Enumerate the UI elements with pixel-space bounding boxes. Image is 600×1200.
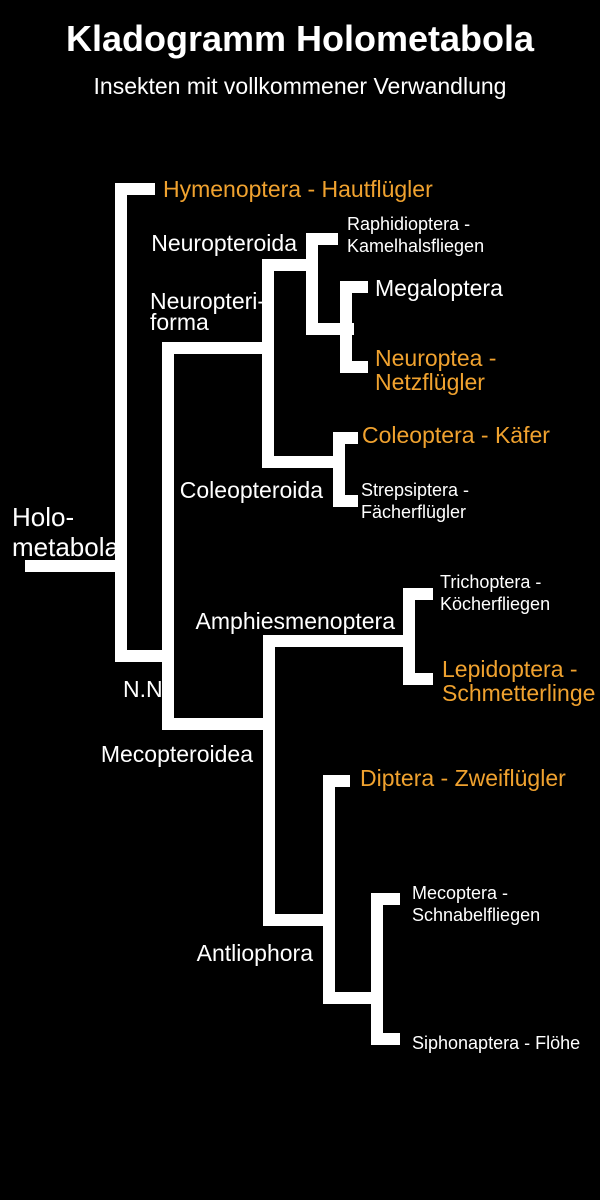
- node-label-holometabola: Holo- metabola: [12, 502, 119, 562]
- branch-line: [263, 635, 415, 647]
- branch-line: [323, 775, 335, 1004]
- node-label-neuropteriforma: Neuropteri- forma: [150, 288, 266, 335]
- taxon-label-siphonaptera: Siphonaptera - Flöhe: [412, 1033, 581, 1053]
- branch-line: [371, 893, 383, 1045]
- branch-line: [162, 342, 274, 354]
- node-label-nn: N.N.: [123, 676, 169, 702]
- branch-line: [403, 588, 415, 685]
- branch-line: [323, 775, 350, 787]
- branch-line: [263, 914, 335, 926]
- branch-line: [306, 233, 318, 335]
- taxon-label-lepidoptera: Lepidoptera - Schmetterlinge: [442, 656, 596, 706]
- branch-line: [333, 495, 358, 507]
- branch-line: [115, 183, 155, 195]
- taxon-label-diptera: Diptera - Zweiflügler: [360, 765, 566, 791]
- taxon-label-hymenoptera: Hymenoptera - Hautflügler: [163, 176, 433, 202]
- branch-line: [262, 456, 345, 468]
- taxon-label-megaloptera: Megaloptera: [375, 275, 503, 301]
- branch-line: [403, 673, 433, 685]
- branch-line: [340, 281, 368, 293]
- branch-line: [371, 1033, 400, 1045]
- branch-line: [262, 259, 274, 468]
- page-title: Kladogramm Holometabola: [65, 18, 535, 59]
- node-label-antliophora: Antliophora: [196, 940, 313, 966]
- node-label-amphiesmenoptera: Amphiesmenoptera: [195, 608, 395, 634]
- branch-line: [340, 281, 352, 373]
- taxon-label-strepsiptera: Strepsiptera - Fächerflügler: [361, 480, 470, 522]
- branch-line: [115, 183, 127, 662]
- branch-line: [162, 718, 275, 730]
- branch-line: [323, 992, 383, 1004]
- taxon-label-mecoptera: Mecoptera - Schnabelfliegen: [412, 883, 541, 925]
- branch-line: [306, 233, 338, 245]
- branch-line: [403, 588, 433, 600]
- branch-line: [25, 560, 115, 572]
- branch-line: [263, 635, 275, 926]
- taxon-label-raphidioptera: Raphidioptera - Kamelhalsfliegen: [347, 214, 485, 256]
- branch-line: [371, 893, 400, 905]
- branch-line: [115, 650, 174, 662]
- taxon-label-coleoptera: Coleoptera - Käfer: [362, 422, 550, 448]
- branch-line: [333, 432, 358, 444]
- node-label-neuropteroida: Neuropteroida: [151, 230, 297, 256]
- taxon-label-neuroptea: Neuroptea - Netzflügler: [375, 345, 497, 395]
- branch-line: [262, 259, 318, 271]
- branch-line: [162, 342, 174, 730]
- taxon-label-trichoptera: Trichoptera - Köcherfliegen: [440, 572, 551, 614]
- page-subtitle: Insekten mit vollkommener Verwandlung: [93, 73, 507, 99]
- branch-line: [333, 432, 345, 507]
- node-label-mecopteroidea: Mecopteroidea: [100, 741, 253, 767]
- branch-line: [340, 361, 368, 373]
- node-label-coleopteroida: Coleopteroida: [179, 477, 323, 503]
